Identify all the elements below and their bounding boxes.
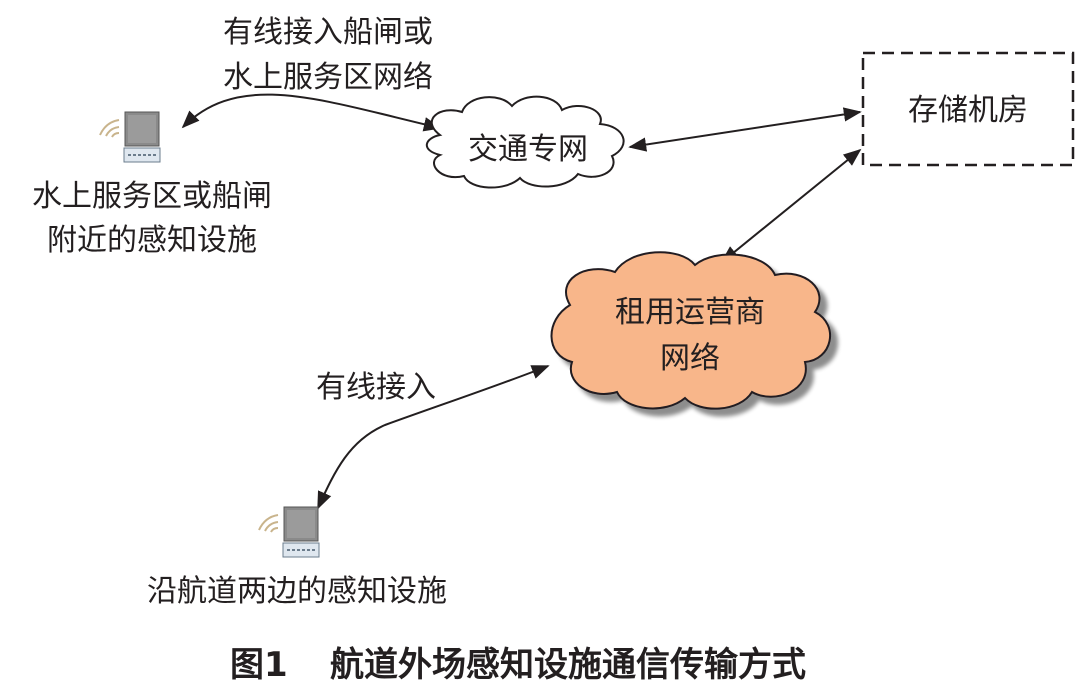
top-sensor-label-line1: 水上服务区或船闸 — [32, 179, 272, 214]
figure-number: 图1 — [230, 645, 288, 685]
transport-network-label: 交通专网 — [468, 132, 588, 167]
operator-network-cloud — [550, 251, 832, 410]
top-link-label-line2: 水上服务区网络 — [223, 60, 433, 95]
operator-network-label-line2: 网络 — [660, 341, 720, 376]
top-link-label-line1: 有线接入船闸或 — [223, 15, 433, 50]
top-link-connector — [181, 93, 442, 132]
bottom-sensor-label: 沿航道两边的感知设施 — [147, 574, 447, 609]
storage-room-box — [861, 51, 1075, 167]
transport-network-cloud — [425, 95, 625, 189]
storage-room-label: 存储机房 — [908, 93, 1028, 128]
transport-storage-connector — [628, 107, 862, 152]
top-sensor-label-line2: 附近的感知设施 — [47, 223, 257, 258]
figure-caption: 航道外场感知设施通信传输方式 — [330, 645, 806, 685]
sensor-device-icon-top — [99, 111, 161, 163]
operator-network-label-line1: 租用运营商 — [615, 295, 765, 330]
bottom-link-label: 有线接入 — [316, 370, 436, 405]
bottom-link-connector — [317, 365, 550, 510]
sensor-device-icon-bottom — [258, 506, 320, 558]
storage-operator-connector — [720, 148, 862, 264]
